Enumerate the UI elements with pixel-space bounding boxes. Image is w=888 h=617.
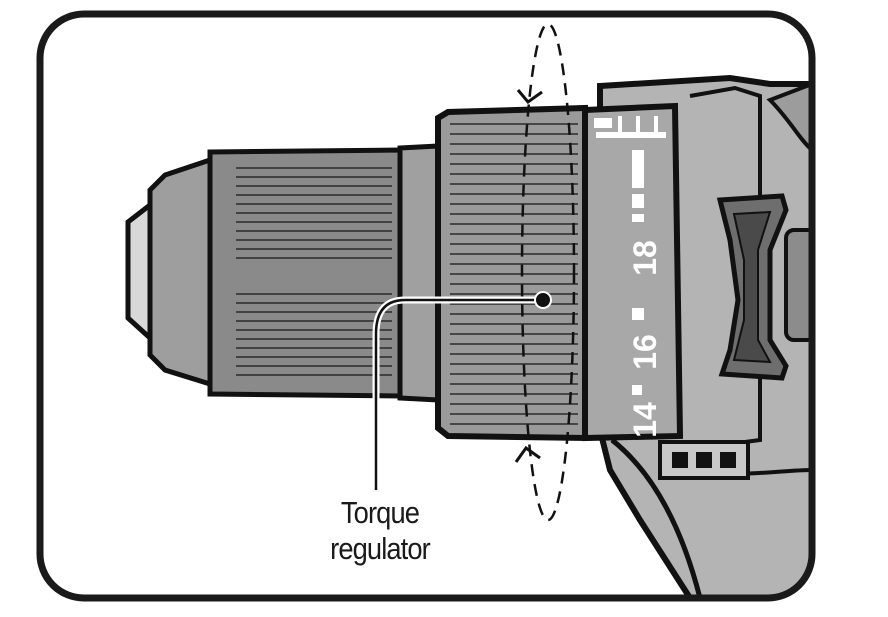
dial-marks <box>594 116 666 395</box>
chuck-tip <box>125 199 153 344</box>
chuck-step-ring <box>397 143 441 403</box>
dial-number-18: 18 <box>627 240 663 276</box>
handle-curve <box>610 438 703 598</box>
indicator-led-2 <box>696 452 712 468</box>
illustration-frame <box>36 10 816 602</box>
dial-band <box>582 102 684 442</box>
indicator-led-3 <box>720 452 736 468</box>
callout-leader-line <box>374 298 543 490</box>
dial-number-16: 16 <box>627 334 663 370</box>
dial-dot-2 <box>632 385 642 395</box>
chuck-nose <box>147 156 213 388</box>
rotation-arrow-bottom <box>514 445 541 463</box>
dial-dot-1 <box>632 308 644 320</box>
dial-bar-large <box>632 150 644 188</box>
drill-mode-bar <box>596 132 666 138</box>
collar-ribs <box>450 123 578 425</box>
dial-number-14: 14 <box>627 402 663 438</box>
grip-slot-inner <box>732 210 772 364</box>
torque-collar <box>435 104 588 442</box>
chuck-body <box>207 147 403 399</box>
drill-mode-mark <box>594 118 612 128</box>
rotation-path <box>520 22 576 522</box>
drill-mode-line-2 <box>636 116 640 136</box>
callout-label-regulator: regulator <box>330 531 431 566</box>
drill-mode-line-1 <box>618 116 622 136</box>
callout-dot <box>534 291 552 309</box>
callout-label-torque: Torque <box>340 495 420 530</box>
dial-bar-medium <box>632 194 644 208</box>
chuck-ribs <box>236 167 392 376</box>
drill-mode-line-3 <box>654 116 658 136</box>
dial-bar-small <box>632 214 644 222</box>
rotation-arrow-top <box>516 89 543 105</box>
indicator-led-1 <box>672 452 688 468</box>
